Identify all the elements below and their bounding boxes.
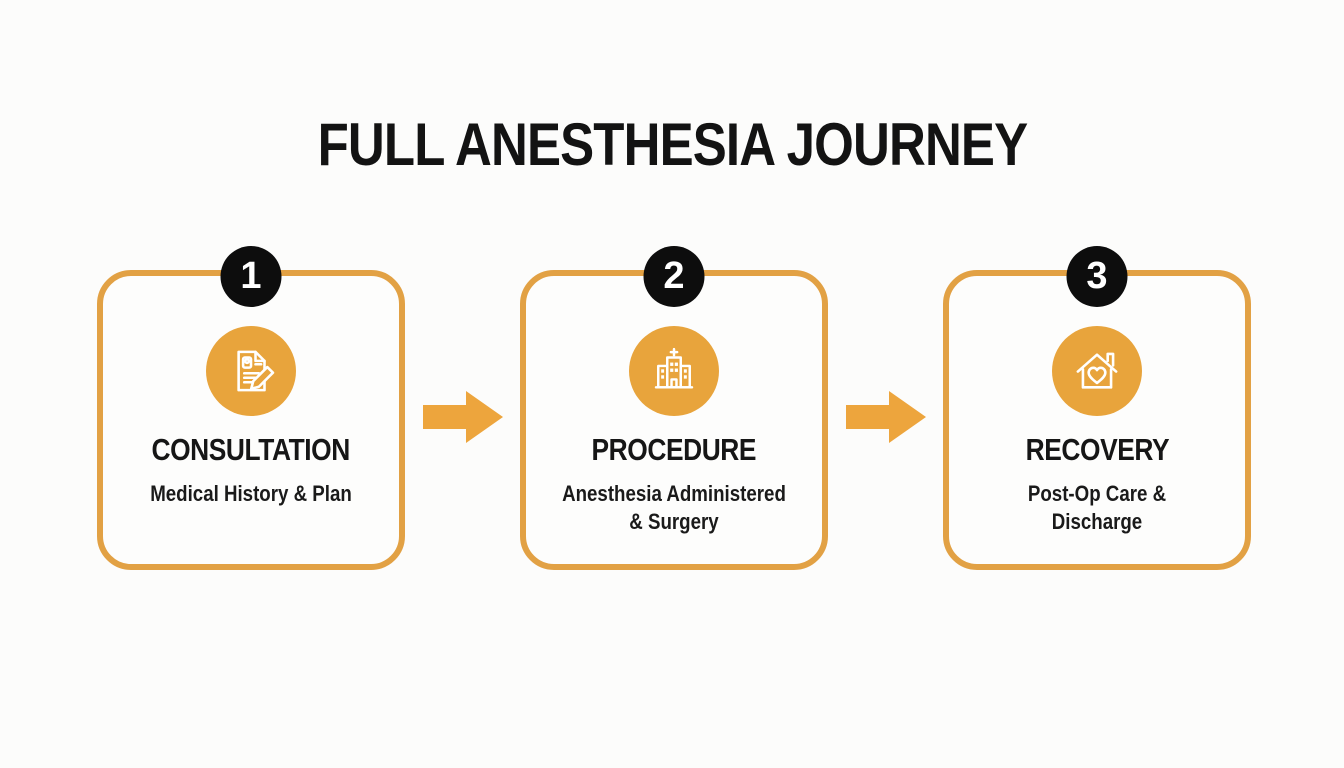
page-title: FULL ANESTHESIA JOURNEY <box>0 110 1344 179</box>
flow-arrow-right-icon <box>846 389 926 445</box>
step-number-badge: 3 <box>1066 246 1128 307</box>
step-number-badge: 1 <box>220 246 282 307</box>
step-number: 3 <box>1086 255 1108 297</box>
hospital-icon <box>629 326 719 416</box>
step-subtitle: Post-Op Care & Discharge <box>1027 481 1167 535</box>
step-card-consultation: 1 CONSULTATION Medical History & Plan <box>97 246 405 570</box>
step-subtitle: Anesthesia Administered & Surgery <box>562 481 786 535</box>
step-number: 2 <box>663 255 685 297</box>
step-title: CONSULTATION <box>151 432 351 467</box>
step-card-procedure: 2 PROCEDURE <box>520 246 828 570</box>
step-card-recovery: 3 RECOVERY Post-Op Care & Discharge <box>943 246 1251 570</box>
flow-arrow-right-icon <box>423 389 503 445</box>
step-subtitle: Medical History & Plan <box>150 481 352 506</box>
home-heart-icon <box>1052 326 1142 416</box>
page-title-text: FULL ANESTHESIA JOURNEY <box>317 111 1027 178</box>
step-title: RECOVERY <box>1025 432 1169 467</box>
document-pencil-icon <box>206 326 296 416</box>
step-number: 1 <box>240 255 262 297</box>
step-title: PROCEDURE <box>591 432 757 467</box>
step-number-badge: 2 <box>643 246 705 307</box>
